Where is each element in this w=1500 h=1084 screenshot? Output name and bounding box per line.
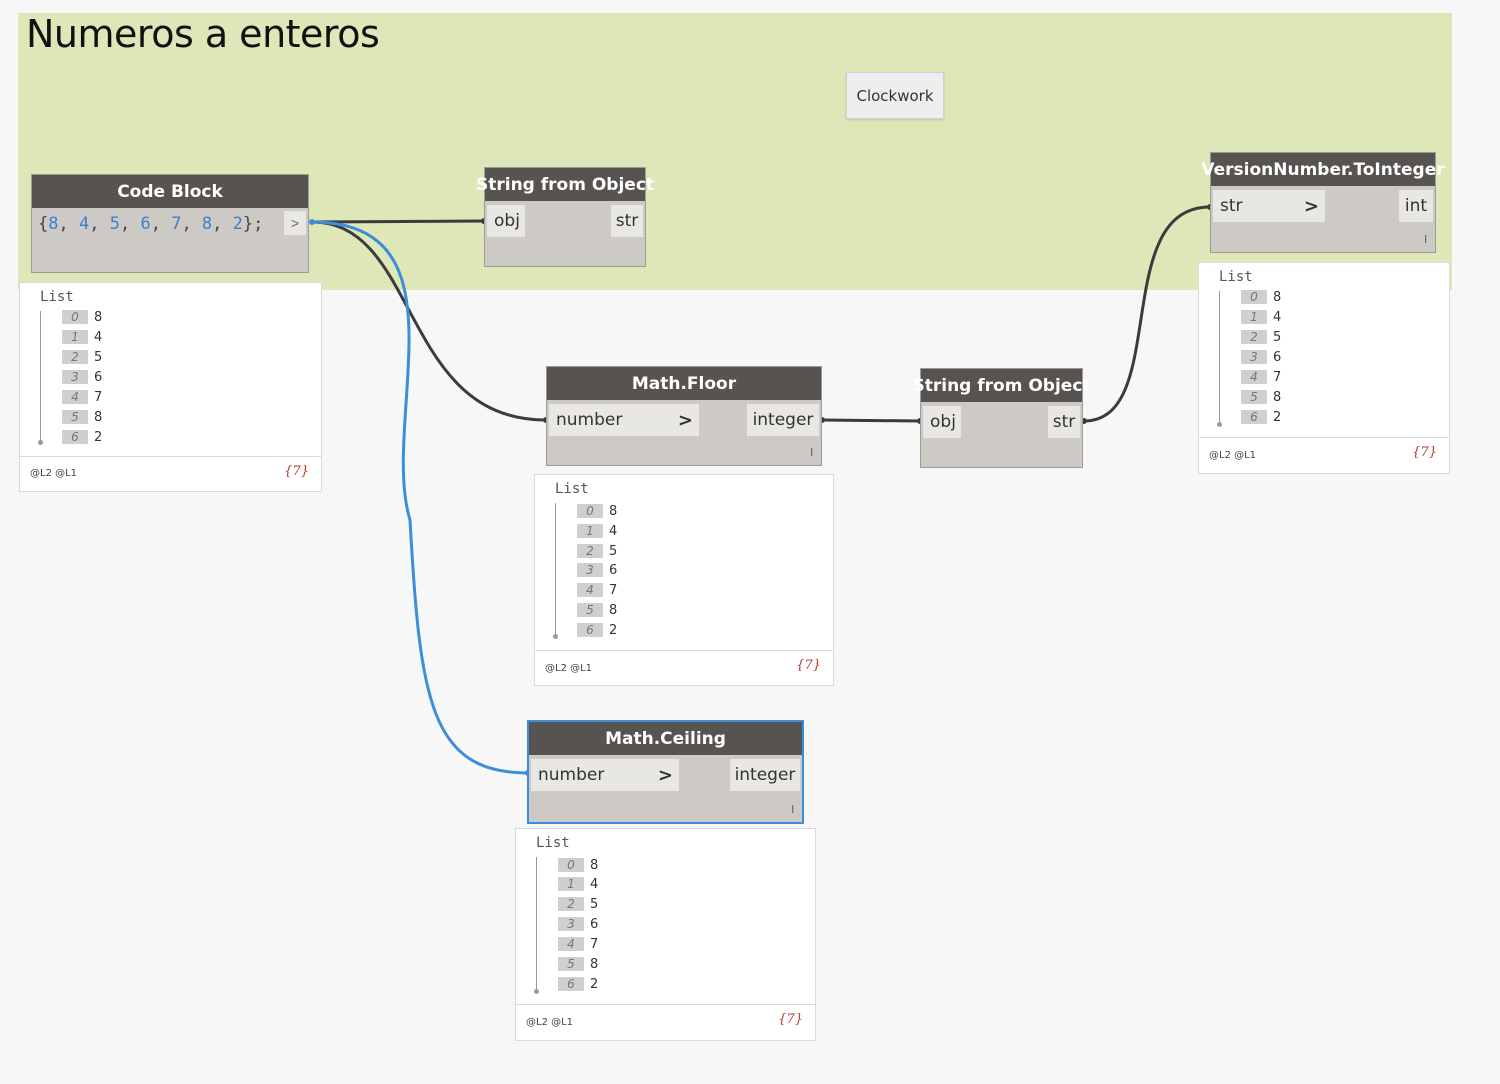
string-from-object-node[interactable]: String from Object obj str <box>912 368 1091 468</box>
preview-divider <box>535 650 833 651</box>
list-tree-line <box>1219 291 1220 423</box>
output-port-int[interactable]: int <box>1399 190 1433 222</box>
string-from-object-node[interactable]: String from Object obj str <box>476 167 654 267</box>
chevron-right-icon: > <box>1303 195 1319 217</box>
math-floor-node[interactable]: Math.Floor number> integer l <box>546 366 822 466</box>
node-title[interactable]: Code Block <box>32 175 308 208</box>
preview-divider <box>20 456 321 457</box>
input-port-number[interactable]: number> <box>549 404 699 436</box>
output-port[interactable]: > <box>284 211 306 235</box>
input-port-obj[interactable]: obj <box>923 406 961 438</box>
output-port-str[interactable]: str <box>1048 406 1080 438</box>
list-levels: @L2 @L1 <box>30 468 78 479</box>
node-title[interactable]: Math.Ceiling <box>529 722 802 755</box>
list-levels: @L2 @L1 <box>1209 450 1257 461</box>
node-title[interactable]: Math.Floor <box>547 367 821 400</box>
list-label: List <box>555 481 589 497</box>
node-title[interactable]: String from Object <box>476 168 654 201</box>
list-count: {7} <box>284 464 309 479</box>
list-tree-end <box>553 634 558 639</box>
code-block-node[interactable]: Code Block {8, 4, 5, 6, 7, 8, 2}; > <box>31 174 309 273</box>
math-ceiling-node[interactable]: Math.Ceiling number> integer l <box>527 720 804 824</box>
chevron-right-icon: > <box>657 764 673 786</box>
input-port-number[interactable]: number> <box>531 759 679 791</box>
chevron-right-icon: > <box>677 409 693 431</box>
input-port-obj[interactable]: obj <box>487 205 525 237</box>
version-number-to-integer-node[interactable]: VersionNumber.ToInteger str> int l <box>1201 152 1445 253</box>
list-count: {7} <box>778 1012 803 1027</box>
list-tree-end <box>38 440 43 445</box>
list-levels: @L2 @L1 <box>526 1017 574 1028</box>
preview-divider <box>516 1004 815 1005</box>
wire-floor-to-string <box>821 418 921 423</box>
lacing-indicator[interactable]: l <box>1424 234 1427 246</box>
list-label: List <box>1219 269 1253 285</box>
input-port-str[interactable]: str> <box>1213 190 1325 222</box>
output-port-integer[interactable]: integer <box>730 759 800 791</box>
list-tree-line <box>555 503 556 635</box>
list-label: List <box>40 289 74 305</box>
lacing-indicator[interactable]: l <box>791 804 794 816</box>
node-title[interactable]: VersionNumber.ToInteger <box>1201 153 1445 186</box>
list-count: {7} <box>1412 445 1437 460</box>
lacing-indicator[interactable]: l <box>810 447 813 459</box>
list-tree-line <box>536 857 537 989</box>
list-tree-end <box>1217 422 1222 427</box>
list-tree-line <box>40 311 41 441</box>
list-levels: @L2 @L1 <box>545 663 593 674</box>
list-count: {7} <box>796 658 821 673</box>
clockwork-tag[interactable]: Clockwork <box>846 72 944 119</box>
output-port-str[interactable]: str <box>611 205 643 237</box>
node-title[interactable]: String from Object <box>912 369 1091 402</box>
preview-divider <box>1199 437 1449 438</box>
group-title[interactable]: Numeros a enteros <box>26 12 380 56</box>
output-port-integer[interactable]: integer <box>747 404 819 436</box>
list-label: List <box>536 835 570 851</box>
list-tree-end <box>534 989 539 994</box>
wire-code-to-ceiling <box>311 220 529 775</box>
code-editor[interactable]: {8, 4, 5, 6, 7, 8, 2}; <box>38 214 264 234</box>
